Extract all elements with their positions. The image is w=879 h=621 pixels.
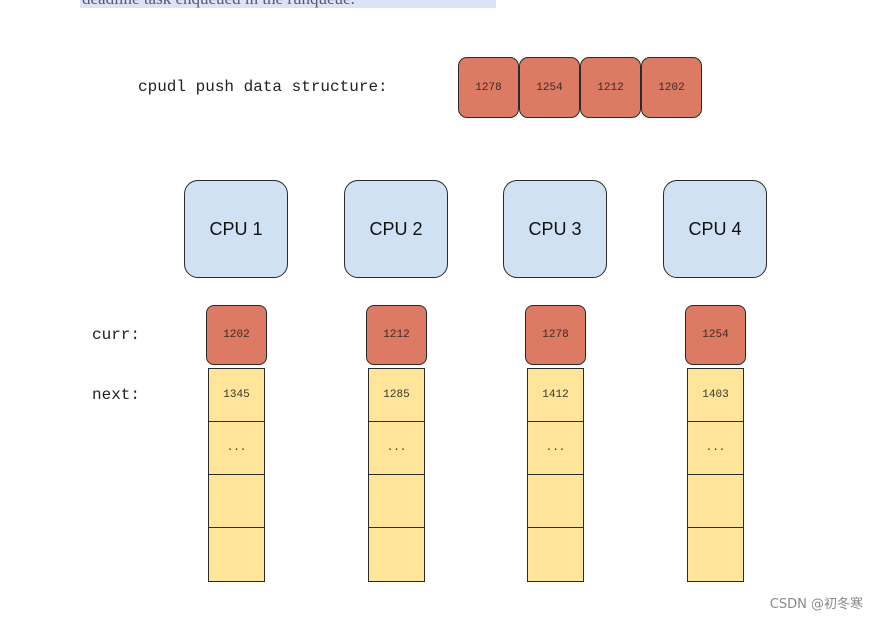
curr-task-cpu-3: 1278: [525, 305, 586, 365]
push-item: 1212: [580, 57, 641, 118]
queue-cell: 1345: [208, 368, 265, 423]
curr-task-cpu-1: 1202: [206, 305, 267, 365]
queue-cell: [368, 474, 425, 529]
queue-cell: ...: [208, 421, 265, 476]
queue-cell: [687, 527, 744, 582]
runqueue-cpu-4: 1403 ...: [687, 368, 744, 582]
push-item: 1254: [519, 57, 580, 118]
cpu-box-3: CPU 3: [503, 180, 607, 278]
curr-task-cpu-2: 1212: [366, 305, 427, 365]
next-row-label: next:: [92, 386, 141, 404]
queue-cell: [368, 527, 425, 582]
queue-cell: 1403: [687, 368, 744, 423]
queue-cell: [208, 474, 265, 529]
watermark: CSDN @初冬寒: [769, 597, 863, 612]
queue-cell: 1412: [527, 368, 584, 423]
queue-cell: ...: [527, 421, 584, 476]
queue-cell: [687, 474, 744, 529]
queue-cell: [527, 474, 584, 529]
cpu-box-4: CPU 4: [663, 180, 767, 278]
queue-cell: ...: [687, 421, 744, 476]
push-item: 1278: [458, 57, 519, 118]
curr-row-label: curr:: [92, 326, 141, 344]
push-item: 1202: [641, 57, 702, 118]
push-structure-label: cpudl push data structure:: [138, 78, 388, 96]
queue-cell: 1285: [368, 368, 425, 423]
runqueue-cpu-3: 1412 ...: [527, 368, 584, 582]
cpu-box-1: CPU 1: [184, 180, 288, 278]
queue-cell: [208, 527, 265, 582]
header-text: deadline task enqueued in the runqueue.: [82, 0, 355, 8]
runqueue-cpu-1: 1345 ...: [208, 368, 265, 582]
header-text-fragment: deadline task enqueued in the runqueue.: [80, 0, 496, 8]
runqueue-cpu-2: 1285 ...: [368, 368, 425, 582]
curr-task-cpu-4: 1254: [685, 305, 746, 365]
queue-cell: [527, 527, 584, 582]
cpu-box-2: CPU 2: [344, 180, 448, 278]
queue-cell: ...: [368, 421, 425, 476]
